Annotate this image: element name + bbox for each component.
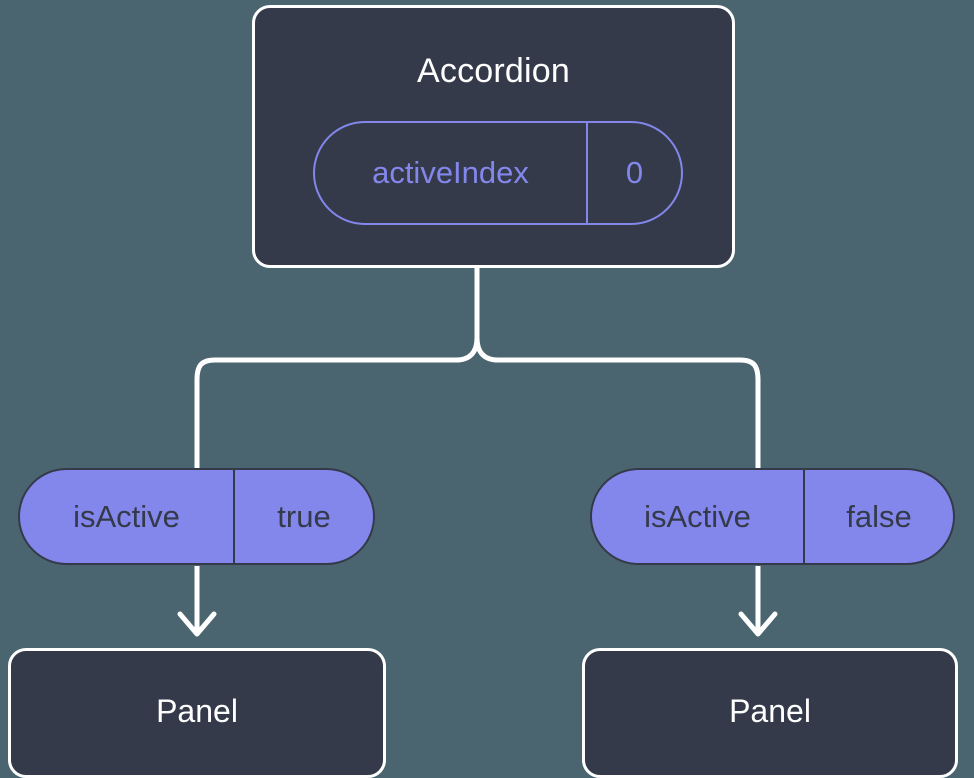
prop-pill-isactive-left-value: true	[277, 498, 331, 534]
prop-pill-isactive-right[interactable]: isActive false	[590, 468, 955, 565]
panel-node-left-title: Panel	[156, 693, 238, 729]
prop-pill-isactive-right-key: isActive	[592, 470, 805, 563]
panel-node-right-title: Panel	[729, 693, 811, 729]
panel-node-right[interactable]: Panel	[582, 648, 958, 778]
prop-pill-isactive-left-key: isActive	[20, 470, 235, 563]
prop-pill-activeindex[interactable]: activeIndex 0	[313, 121, 683, 225]
accordion-node-title: Accordion	[417, 52, 570, 90]
panel-node-left[interactable]: Panel	[8, 648, 386, 778]
connector-fork-left	[194, 337, 480, 478]
prop-pill-isactive-right-value: false	[846, 498, 912, 534]
arrow-down-left-head	[177, 611, 217, 637]
connector-fork-right	[474, 337, 761, 478]
arrow-down-right-head	[738, 611, 778, 637]
accordion-node[interactable]: Accordion activeIndex 0	[252, 5, 735, 268]
prop-pill-isactive-left[interactable]: isActive true	[18, 468, 375, 565]
prop-pill-activeindex-value: 0	[625, 155, 644, 190]
prop-pill-activeindex-key: activeIndex	[315, 123, 588, 223]
